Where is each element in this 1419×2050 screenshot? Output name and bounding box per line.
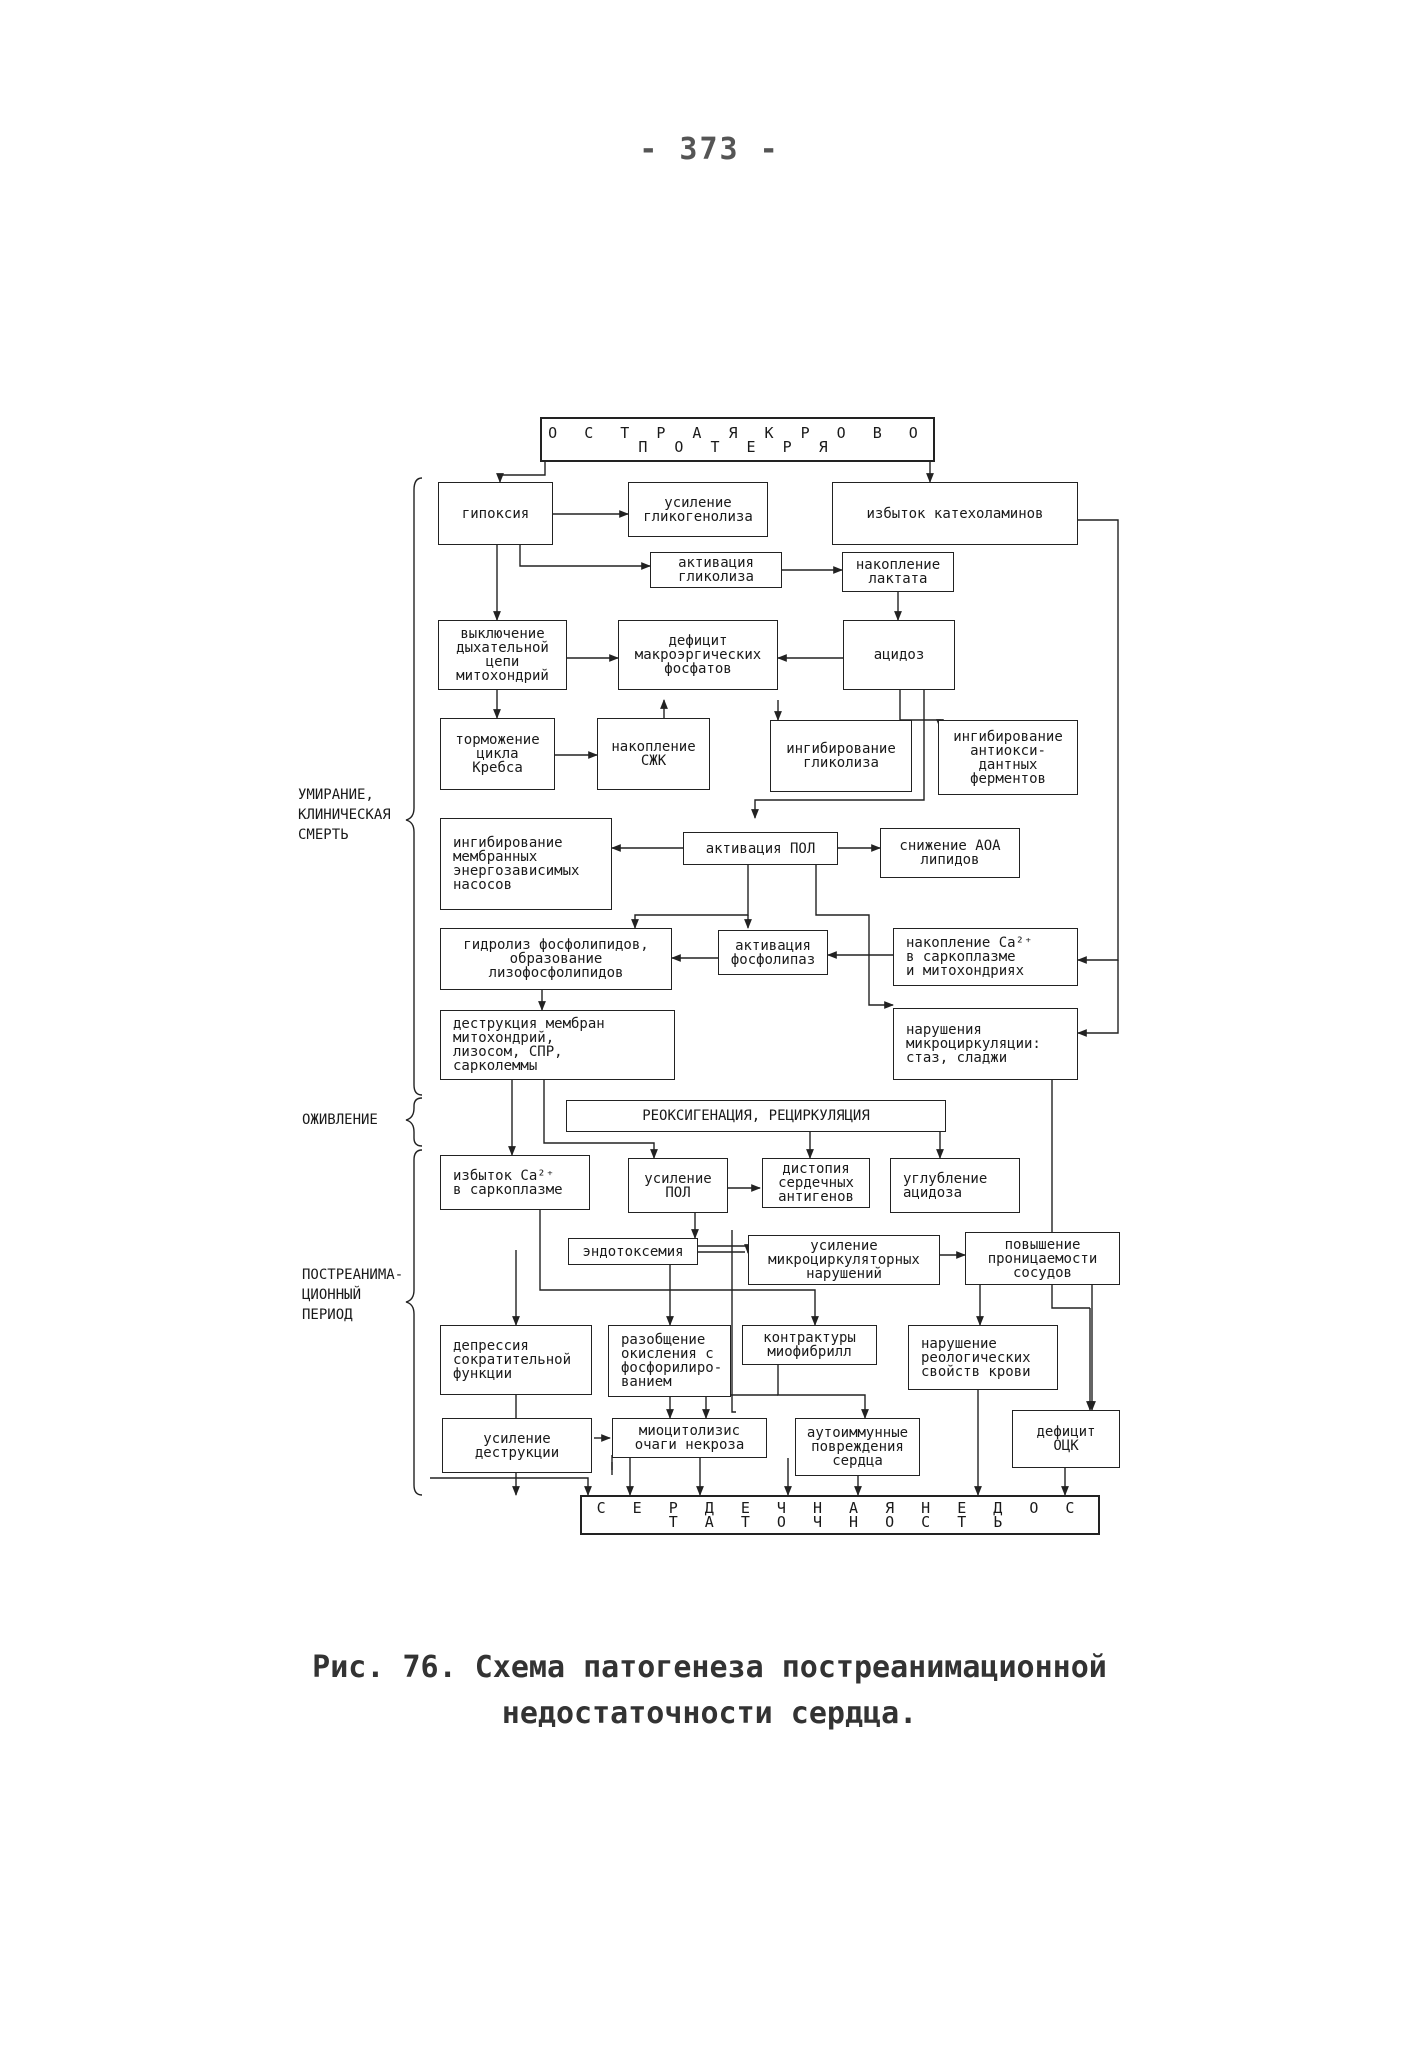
box-permeability: повышение проницаемости сосудов (965, 1232, 1120, 1285)
box-destruction-increase: усиление деструкции (442, 1418, 592, 1473)
box-macroerg: дефицит макроэргических фосфатов (618, 620, 778, 690)
top-box: О С Т Р А Я К Р О В О П О Т Е Р Я (540, 417, 935, 462)
box-acidosis: ацидоз (843, 620, 955, 690)
box-endotoxemia: эндотоксемия (568, 1238, 698, 1265)
box-krebs: торможение цикла Кребса (440, 718, 555, 790)
box-microcirculation: нарушения микроциркуляции: стаз, сладжи (893, 1008, 1078, 1080)
box-rheology: нарушение реологических свойств крови (908, 1325, 1058, 1390)
box-ca-accumulation: накопление Ca²⁺ в саркоплазме и митохонд… (893, 928, 1078, 986)
box-uncoupling: разобщение окисления с фосфорилиро- вани… (608, 1325, 731, 1397)
box-resp-chain: выключение дыхательной цепи митохондрий (438, 620, 567, 690)
box-ffa: накопление СЖК (597, 718, 710, 790)
box-pumps-inhibition: ингибирование мембранных энергозависимых… (440, 818, 612, 910)
box-dystopia: дистопия сердечных антигенов (762, 1158, 870, 1208)
box-lactate: накопление лактата (842, 552, 954, 592)
phase-label-postresuscitation: ПОСТРЕАНИМА- ЦИОННЫЙ ПЕРИОД (302, 1267, 404, 1323)
figure-caption: Рис. 76. Схема патогенеза постреанимацио… (312, 1650, 1107, 1731)
box-antiox-inhibition: ингибирование антиокси- дантных ферменто… (938, 720, 1078, 795)
flow-connectors (405, 462, 1119, 1496)
box-catecholamines: избыток катехоламинов (832, 482, 1078, 545)
box-aoa-decrease: снижение АОА липидов (880, 828, 1020, 878)
box-pol-increase: усиление ПОЛ (628, 1158, 728, 1213)
box-reoxygenation: РЕОКСИГЕНАЦИЯ, РЕЦИРКУЛЯЦИЯ (566, 1100, 946, 1132)
box-contractile-depression: депрессия сократительной функции (440, 1325, 592, 1395)
box-myocytolysis: миоцитолизис очаги некроза (612, 1418, 767, 1458)
phase-label-revival: ОЖИВЛЕНИЕ (302, 1112, 378, 1128)
box-bcv-deficit: дефицит ОЦК (1012, 1410, 1120, 1468)
box-autoimmune: аутоиммунные повреждения сердца (795, 1418, 920, 1476)
box-membrane-destruction: деструкция мембран митохондрий, лизосом,… (440, 1010, 675, 1080)
box-acidosis-deepening: углубление ацидоза (890, 1158, 1020, 1213)
box-ca-excess: избыток Ca²⁺ в саркоплазме (440, 1155, 590, 1210)
box-hypoxia: гипоксия (438, 482, 553, 545)
phase-label-dying: УМИРАНИЕ, КЛИНИЧЕСКАЯ СМЕРТЬ (298, 787, 391, 843)
page-number: - 373 - (639, 132, 780, 167)
box-glycolysis-activation: активация гликолиза (650, 552, 782, 588)
box-microcirc-increase: усиление микроциркуляторных нарушений (748, 1235, 940, 1285)
box-phospholipase-activation: активация фосфолипаз (718, 930, 828, 975)
bottom-box: С Е Р Д Е Ч Н А Я Н Е Д О С Т А Т О Ч Н … (580, 1495, 1100, 1535)
box-contractures: контрактуры миофибрилл (742, 1325, 877, 1365)
box-glycogenolysis: усиление гликогенолиза (628, 482, 768, 537)
box-glycolysis-inhibition: ингибирование гликолиза (770, 720, 912, 792)
box-pol-activation: активация ПОЛ (683, 832, 838, 865)
box-phospholipid-hydrolysis: гидролиз фосфолипидов, образование лизоф… (440, 928, 672, 990)
